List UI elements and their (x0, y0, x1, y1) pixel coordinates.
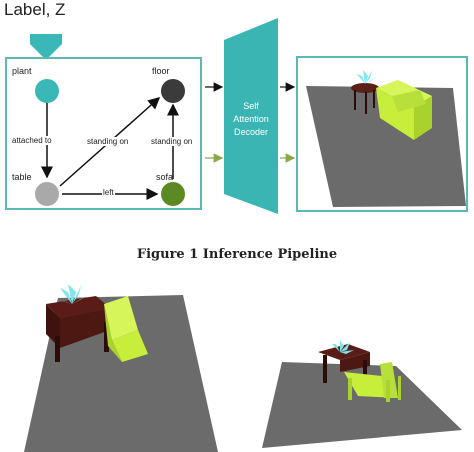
edge-label-left: left (102, 188, 115, 197)
node-label-floor: floor (152, 66, 170, 76)
scene-right-plant (332, 340, 354, 354)
edge-label-standing-on-sofa: standing on (150, 137, 194, 146)
node-label-sofa: sofa (156, 172, 174, 182)
node-label-plant: plant (12, 66, 32, 76)
scene-left-sofa (104, 296, 148, 362)
decoder-label-line1: Self (243, 101, 259, 111)
scene-table (351, 83, 379, 93)
scene-right-sofa (344, 362, 401, 402)
input-label: Label, Z (4, 0, 66, 19)
decoder-label: Self Attention Decoder (225, 100, 277, 139)
edge-label-attached-to: attached to (11, 136, 53, 145)
node-plant (35, 79, 59, 103)
scene-right-floor (262, 362, 462, 448)
scene-plant (355, 70, 378, 84)
input-arrow-icon (30, 34, 62, 60)
node-sofa (161, 182, 185, 206)
scene-left-table (46, 296, 110, 362)
edge-label-standing-on-table: standing on (86, 137, 130, 146)
decoder-block (224, 18, 278, 214)
figure-caption: Figure 1 Inference Pipeline (136, 247, 338, 262)
decoder-label-line3: Decoder (233, 127, 269, 137)
scene-sofa (376, 80, 432, 140)
node-floor (161, 79, 185, 103)
decoder-label-line2: Attention (233, 114, 269, 124)
scene-left-plant (58, 284, 90, 304)
node-table (35, 182, 59, 206)
node-label-table: table (12, 172, 32, 182)
